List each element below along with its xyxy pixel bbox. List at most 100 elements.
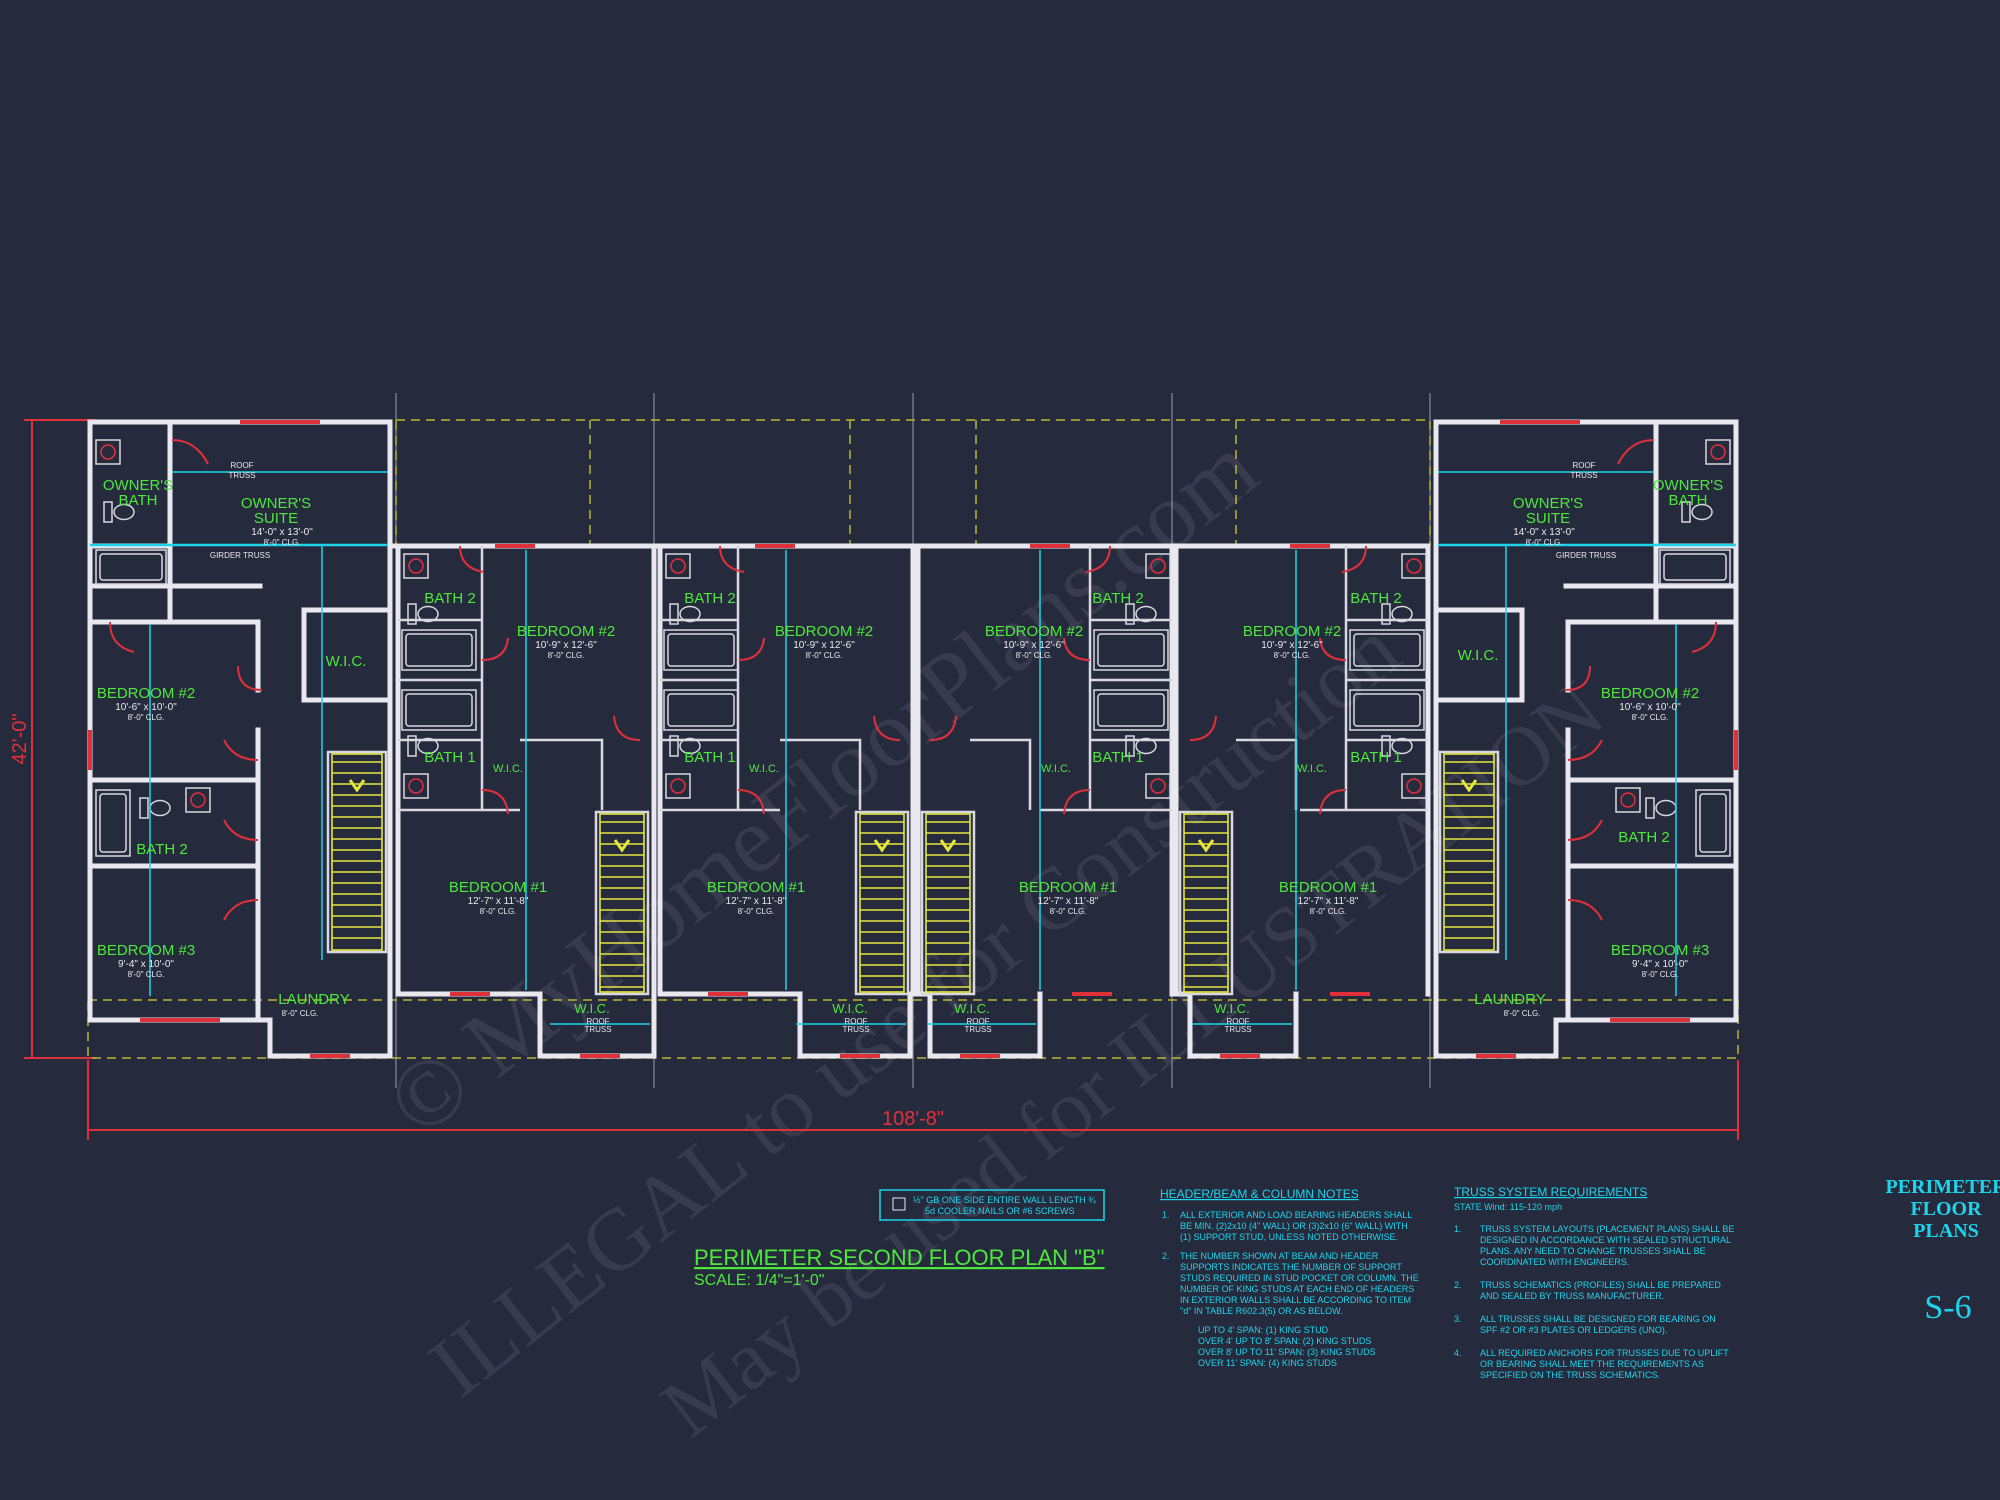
toilet-icon [113, 503, 135, 521]
bathtub-icon [663, 629, 739, 671]
bath-1-label: BATH 1 [1092, 749, 1143, 766]
wic-label: W.I.C. [326, 653, 367, 670]
vanity [665, 553, 691, 579]
overall-dimensions: 108'-8" 42'-0" [9, 419, 1739, 1140]
door-swings [109, 439, 1717, 921]
truss-note-line: SPF #2 OR #3 PLATES OR LEDGERS (UNO). [1480, 1325, 1667, 1335]
bath-2-label: BATH 2 [1350, 590, 1401, 607]
bedroom-1-label: BEDROOM #1 [449, 879, 547, 896]
ceiling-height: 8'-0" CLG. [1050, 907, 1087, 916]
toilet-icon [1135, 605, 1157, 623]
toilet-tank [1681, 501, 1691, 523]
toilet-tank [1645, 797, 1655, 819]
stair-arrow-icon [613, 839, 631, 853]
wic-label: W.I.C. [1214, 1001, 1249, 1016]
truss-system-notes: TRUSS SYSTEM REQUIREMENTS STATE Wind: 11… [1454, 1185, 1734, 1380]
drawing-scale: SCALE: 1/4"=1'-0" [694, 1272, 824, 1289]
ceiling-height: 8'-0" CLG. [264, 538, 301, 547]
bathtub-basin [1097, 693, 1165, 727]
toilet-icon [149, 799, 171, 817]
bedroom-1-dimension: 12'-7" x 11'-8" [1038, 896, 1099, 907]
truss-note-line: TRUSS SCHEMATICS (PROFILES) SHALL BE PRE… [1480, 1280, 1721, 1290]
vanity [1705, 439, 1731, 465]
roof-truss-note: TRUSS [1570, 471, 1597, 480]
bath-2-label: BATH 2 [1618, 829, 1669, 846]
sheet-id: PERIMETER FLOOR PLANS S-6 [1885, 1176, 2000, 1326]
roof-truss-note: ROOF [966, 1017, 989, 1026]
legend-box: ½" GB ONE SIDE ENTIRE WALL LENGTH ¾ 5d C… [879, 1189, 1105, 1221]
owners-suite-label: SUITE [254, 510, 298, 527]
watermark: © MyHomeFloorPlans.com ILLEGAL to use fo… [367, 413, 1621, 1455]
sink-icon [1150, 558, 1166, 574]
bathtub-basin [405, 693, 473, 727]
bedroom-2-dimension: 10'-9" x 12'-6" [793, 640, 855, 651]
girder-truss-note: GIRDER TRUSS [1556, 551, 1616, 560]
bedroom-2-dimension: 10'-9" x 12'-6" [535, 640, 597, 651]
stair-arrow-icon [873, 839, 891, 853]
stair-arrow-icon [939, 839, 957, 853]
stair-stringer [925, 813, 971, 993]
ceiling-height: 8'-0" CLG. [548, 651, 585, 660]
header-beam-notes: HEADER/BEAM & COLUMN NOTES 1.ALL EXTERIO… [1160, 1187, 1419, 1368]
sheet-title-line-2: FLOOR [1910, 1198, 1982, 1220]
truss-note-line: AND SEALED BY TRUSS MANUFACTURER. [1480, 1291, 1664, 1301]
bathtub-basin [1699, 793, 1727, 853]
ceiling-height: 8'-0" CLG. [1016, 651, 1053, 660]
roof-truss-note: ROOF [844, 1017, 867, 1026]
sink-icon [408, 778, 424, 794]
wic-label: W.I.C. [832, 1001, 867, 1016]
drawing-title-block: PERIMETER SECOND FLOOR PLAN "B" SCALE: 1… [694, 1245, 1104, 1289]
truss-note-line: DESIGNED IN ACCORDANCE WITH SEALED STRUC… [1480, 1235, 1731, 1245]
bedroom-2-label: BEDROOM #2 [1601, 685, 1699, 702]
bathtub-icon [1093, 629, 1169, 671]
toilet-tank [407, 735, 417, 757]
ceiling-height: 8'-0" CLG. [1632, 713, 1669, 722]
roof-truss-note: TRUSS [842, 1025, 869, 1034]
header-note-line: SUPPORTS INDICATES THE NUMBER OF SUPPORT [1180, 1262, 1402, 1272]
ceiling-height: 8'-0" CLG. [1310, 907, 1347, 916]
roof-truss-note: TRUSS [1224, 1025, 1251, 1034]
ceiling-height: 8'-0" CLG. [1274, 651, 1311, 660]
header-notes-title: HEADER/BEAM & COLUMN NOTES [1160, 1187, 1359, 1201]
toilet-tank [1381, 603, 1391, 625]
stair-stringer [1443, 753, 1495, 951]
ceiling-height: 8'-0" CLG. [1504, 1009, 1541, 1018]
drawing-title: PERIMETER SECOND FLOOR PLAN "B" [694, 1245, 1104, 1270]
bathtub-icon [95, 549, 167, 585]
bathtub-basin [1663, 553, 1727, 581]
bath-1-label: BATH 1 [424, 749, 475, 766]
bedroom-1-dimension: 12'-7" x 11'-8" [1298, 896, 1359, 907]
stair-arrow-icon [348, 779, 366, 793]
bedroom-2-label: BEDROOM #2 [1243, 623, 1341, 640]
toilet-icon [1691, 503, 1713, 521]
bedroom-1-dimension: 12'-7" x 11'-8" [468, 896, 529, 907]
legend-line-1: ½" GB ONE SIDE ENTIRE WALL LENGTH ¾ [913, 1195, 1096, 1205]
roof-truss-note: ROOF [1572, 461, 1595, 470]
overall-depth-dimension: 42'-0" [9, 714, 31, 765]
wic-label: W.I.C. [493, 763, 523, 775]
bath-1-label: BATH 1 [1350, 749, 1401, 766]
sink-icon [1406, 558, 1422, 574]
bathtub-basin [99, 793, 127, 853]
sheet-title-line-1: PERIMETER [1885, 1176, 2000, 1198]
stair-stringer [1183, 813, 1229, 993]
ceiling-height: 8'-0" CLG. [128, 713, 165, 722]
vanity [403, 553, 429, 579]
toilet-icon [1135, 737, 1157, 755]
toilet-tank [1125, 735, 1135, 757]
ceiling-height: 8'-0" CLG. [1526, 538, 1563, 547]
bathtub-basin [1097, 633, 1165, 667]
wic-label: W.I.C. [749, 763, 779, 775]
laundry-label: LAUNDRY [278, 991, 349, 1008]
header-note-line: "d" IN TABLE R602.3(5) OR AS BELOW. [1180, 1306, 1343, 1316]
toilet-tank [103, 501, 113, 523]
toilet-icon [417, 737, 439, 755]
toilet-icon [679, 605, 701, 623]
truss-note-line: COORDINATED WITH ENGINEERS. [1480, 1257, 1629, 1267]
bathtub-basin [1353, 693, 1421, 727]
header-note-line: STUDS REQUIRED IN STUD POCKET OR COLUMN.… [1180, 1273, 1419, 1283]
bathtub-icon [663, 689, 739, 731]
sink-icon [670, 558, 686, 574]
toilet-tank [669, 603, 679, 625]
